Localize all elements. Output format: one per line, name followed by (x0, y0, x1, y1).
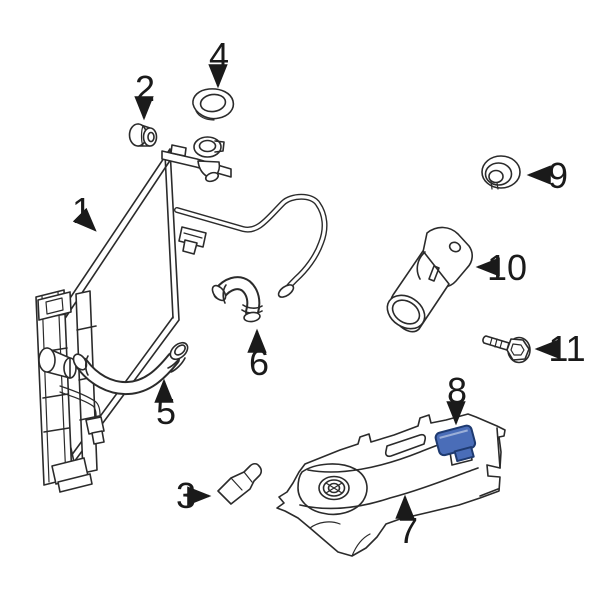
reservoir-filler-cap (318, 475, 350, 501)
upper-hose (211, 276, 263, 323)
reservoir-cap-highlighted[interactable] (434, 424, 479, 464)
callout-9-label[interactable]: 9 (548, 155, 568, 196)
mounting-bolt (482, 335, 531, 364)
callout-4-label[interactable]: 4 (209, 35, 229, 76)
callout-11-label[interactable]: 11 (548, 328, 585, 369)
callout-1-arrow (72, 207, 97, 232)
callout-2[interactable]: 2 (134, 68, 155, 121)
callout-9[interactable]: 9 (526, 155, 568, 196)
callout-6-label[interactable]: 6 (249, 342, 269, 383)
callout-6[interactable]: 6 (247, 328, 269, 383)
callout-8-label[interactable]: 8 (447, 370, 467, 411)
callout-10[interactable]: 10 (475, 247, 527, 288)
radiator-grommet (128, 123, 158, 147)
callout-1[interactable]: 1 (72, 190, 97, 232)
overflow-tube (174, 193, 328, 298)
callout-8[interactable]: 8 (446, 370, 467, 426)
callout-2-label[interactable]: 2 (135, 68, 155, 109)
callout-10-label[interactable]: 10 (487, 247, 527, 288)
callout-3[interactable]: 3 (176, 475, 212, 516)
hose-nipple-fitting (178, 226, 207, 255)
reservoir-top-slot (384, 433, 427, 458)
lower-radiator-hose (72, 341, 189, 396)
callout-11[interactable]: 11 (534, 328, 586, 369)
radiator-cap (192, 88, 235, 121)
callout-7[interactable]: 7 (395, 494, 418, 551)
callout-5[interactable]: 5 (154, 378, 176, 432)
cooler-lines (59, 385, 105, 445)
drain-plug (217, 462, 263, 505)
callout-5-label[interactable]: 5 (156, 391, 176, 432)
thermostat-housing (386, 226, 473, 333)
callout-3-label[interactable]: 3 (176, 475, 196, 516)
highlighted-cap-tab[interactable] (453, 446, 475, 463)
highlighted-cap-bevel (439, 429, 468, 439)
callout-4[interactable]: 4 (208, 35, 229, 89)
drier-cylinder (38, 347, 77, 379)
grommet-seal (481, 155, 521, 190)
filler-neck (193, 136, 225, 183)
callout-7-label[interactable]: 7 (398, 510, 418, 551)
